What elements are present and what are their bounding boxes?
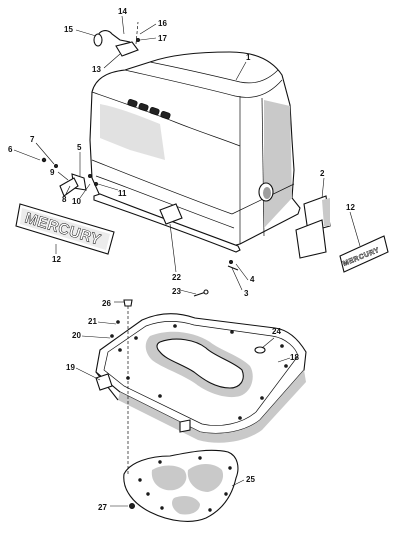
gasket-plate xyxy=(123,449,239,522)
side-pads xyxy=(295,195,331,259)
callout-8: 8 xyxy=(62,195,67,204)
callout-15: 15 xyxy=(64,25,73,34)
bottom-cowl-tray xyxy=(95,313,307,443)
callout-13: 13 xyxy=(92,65,101,74)
decal-left-text: MERCURY xyxy=(23,210,103,249)
callout-labels: 1 2 3 4 5 6 7 8 9 10 11 12 12 13 14 15 1… xyxy=(8,7,355,512)
callout-26: 26 xyxy=(102,299,111,308)
callout-3: 3 xyxy=(244,289,249,298)
callout-18: 18 xyxy=(290,353,299,362)
callout-20: 20 xyxy=(72,331,81,340)
callout-24: 24 xyxy=(272,327,281,336)
alignment-lines xyxy=(127,21,139,474)
latch-assembly xyxy=(41,157,183,225)
top-cowl xyxy=(89,51,301,247)
callout-10: 10 xyxy=(72,197,81,206)
callout-6: 6 xyxy=(8,145,13,154)
mercury-decal-left: MERCURY xyxy=(15,203,115,255)
callout-17: 17 xyxy=(158,34,167,43)
callout-12-left: 12 xyxy=(52,255,61,264)
callout-16: 16 xyxy=(158,19,167,28)
callout-7: 7 xyxy=(30,135,35,144)
callout-12-right: 12 xyxy=(346,203,355,212)
callout-5: 5 xyxy=(77,143,82,152)
callout-25: 25 xyxy=(246,475,255,484)
callout-23: 23 xyxy=(172,287,181,296)
lift-handle-assembly xyxy=(93,30,140,57)
small-hardware xyxy=(110,259,239,338)
callout-19: 19 xyxy=(66,363,75,372)
callout-2: 2 xyxy=(320,169,325,178)
callout-22: 22 xyxy=(172,273,181,282)
callout-1: 1 xyxy=(246,53,251,62)
leader-lines xyxy=(13,15,361,507)
mercury-decal-right: MERCURY xyxy=(339,235,389,273)
callout-14: 14 xyxy=(118,7,127,16)
callout-11: 11 xyxy=(118,189,127,198)
callout-4: 4 xyxy=(250,275,255,284)
callout-9: 9 xyxy=(50,168,55,177)
callout-27: 27 xyxy=(98,503,107,512)
callout-21: 21 xyxy=(88,317,97,326)
